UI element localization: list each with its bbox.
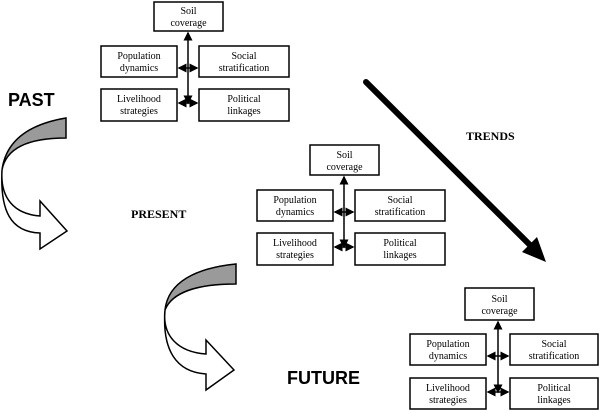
svg-text:Social: Social (232, 51, 257, 62)
svg-text:dynamics: dynamics (276, 207, 314, 218)
trends-arrow (363, 79, 546, 262)
social-stratification-box: Social stratification (354, 189, 446, 222)
soil-coverage-box: Soil coverage (464, 287, 535, 321)
curved-arrow-present-to-future (163, 263, 237, 392)
soil-coverage-box: Soil coverage (153, 1, 224, 32)
svg-text:Soil: Soil (180, 6, 196, 17)
soil-coverage-box: Soil coverage (309, 144, 380, 176)
svg-text:Population: Population (117, 51, 160, 62)
factor-group-past: Soil coverage Population dynamics Social… (100, 1, 290, 122)
present-label: PRESENT (131, 207, 186, 221)
political-linkages-box: Political linkages (509, 377, 599, 410)
svg-text:Population: Population (426, 339, 469, 350)
livelihood-strategies-box: Livelihood strategies (256, 232, 334, 266)
svg-text:Political: Political (537, 383, 571, 394)
factor-group-future: Soil coverage Population dynamics Social… (409, 287, 599, 410)
livelihood-strategies-box: Livelihood strategies (409, 377, 487, 410)
svg-text:coverage: coverage (326, 162, 363, 173)
svg-text:Soil: Soil (336, 150, 352, 161)
svg-text:Soil: Soil (491, 294, 507, 305)
svg-text:strategies: strategies (120, 106, 158, 117)
social-stratification-box: Social stratification (198, 45, 290, 78)
svg-text:Population: Population (273, 195, 316, 206)
svg-text:Political: Political (383, 238, 417, 249)
svg-text:dynamics: dynamics (120, 63, 158, 74)
svg-text:strategies: strategies (429, 395, 467, 406)
svg-text:coverage: coverage (481, 306, 518, 317)
svg-text:Livelihood: Livelihood (273, 238, 317, 249)
svg-text:Political: Political (227, 94, 261, 105)
svg-text:stratification: stratification (529, 351, 580, 362)
svg-text:Social: Social (388, 195, 413, 206)
svg-text:dynamics: dynamics (429, 351, 467, 362)
svg-text:linkages: linkages (383, 250, 416, 261)
svg-text:linkages: linkages (227, 106, 260, 117)
livelihood-strategies-box: Livelihood strategies (100, 88, 178, 122)
svg-text:Livelihood: Livelihood (117, 94, 161, 105)
past-label: PAST (8, 90, 55, 110)
svg-text:strategies: strategies (276, 250, 314, 261)
political-linkages-box: Political linkages (354, 232, 446, 266)
svg-text:Social: Social (542, 339, 567, 350)
population-dynamics-box: Population dynamics (100, 45, 178, 78)
svg-text:linkages: linkages (537, 395, 570, 406)
svg-text:Livelihood: Livelihood (426, 383, 470, 394)
population-dynamics-box: Population dynamics (409, 333, 487, 366)
trends-label: TRENDS (466, 129, 515, 143)
political-linkages-box: Political linkages (198, 88, 290, 122)
social-stratification-box: Social stratification (509, 333, 599, 366)
factor-group-present: Soil coverage Population dynamics Social… (256, 144, 446, 266)
future-label: FUTURE (287, 368, 360, 388)
svg-text:coverage: coverage (170, 18, 207, 29)
curved-arrow-past-to-present (1, 117, 69, 251)
population-dynamics-box: Population dynamics (256, 189, 334, 222)
svg-text:stratification: stratification (375, 207, 426, 218)
svg-text:stratification: stratification (219, 63, 270, 74)
